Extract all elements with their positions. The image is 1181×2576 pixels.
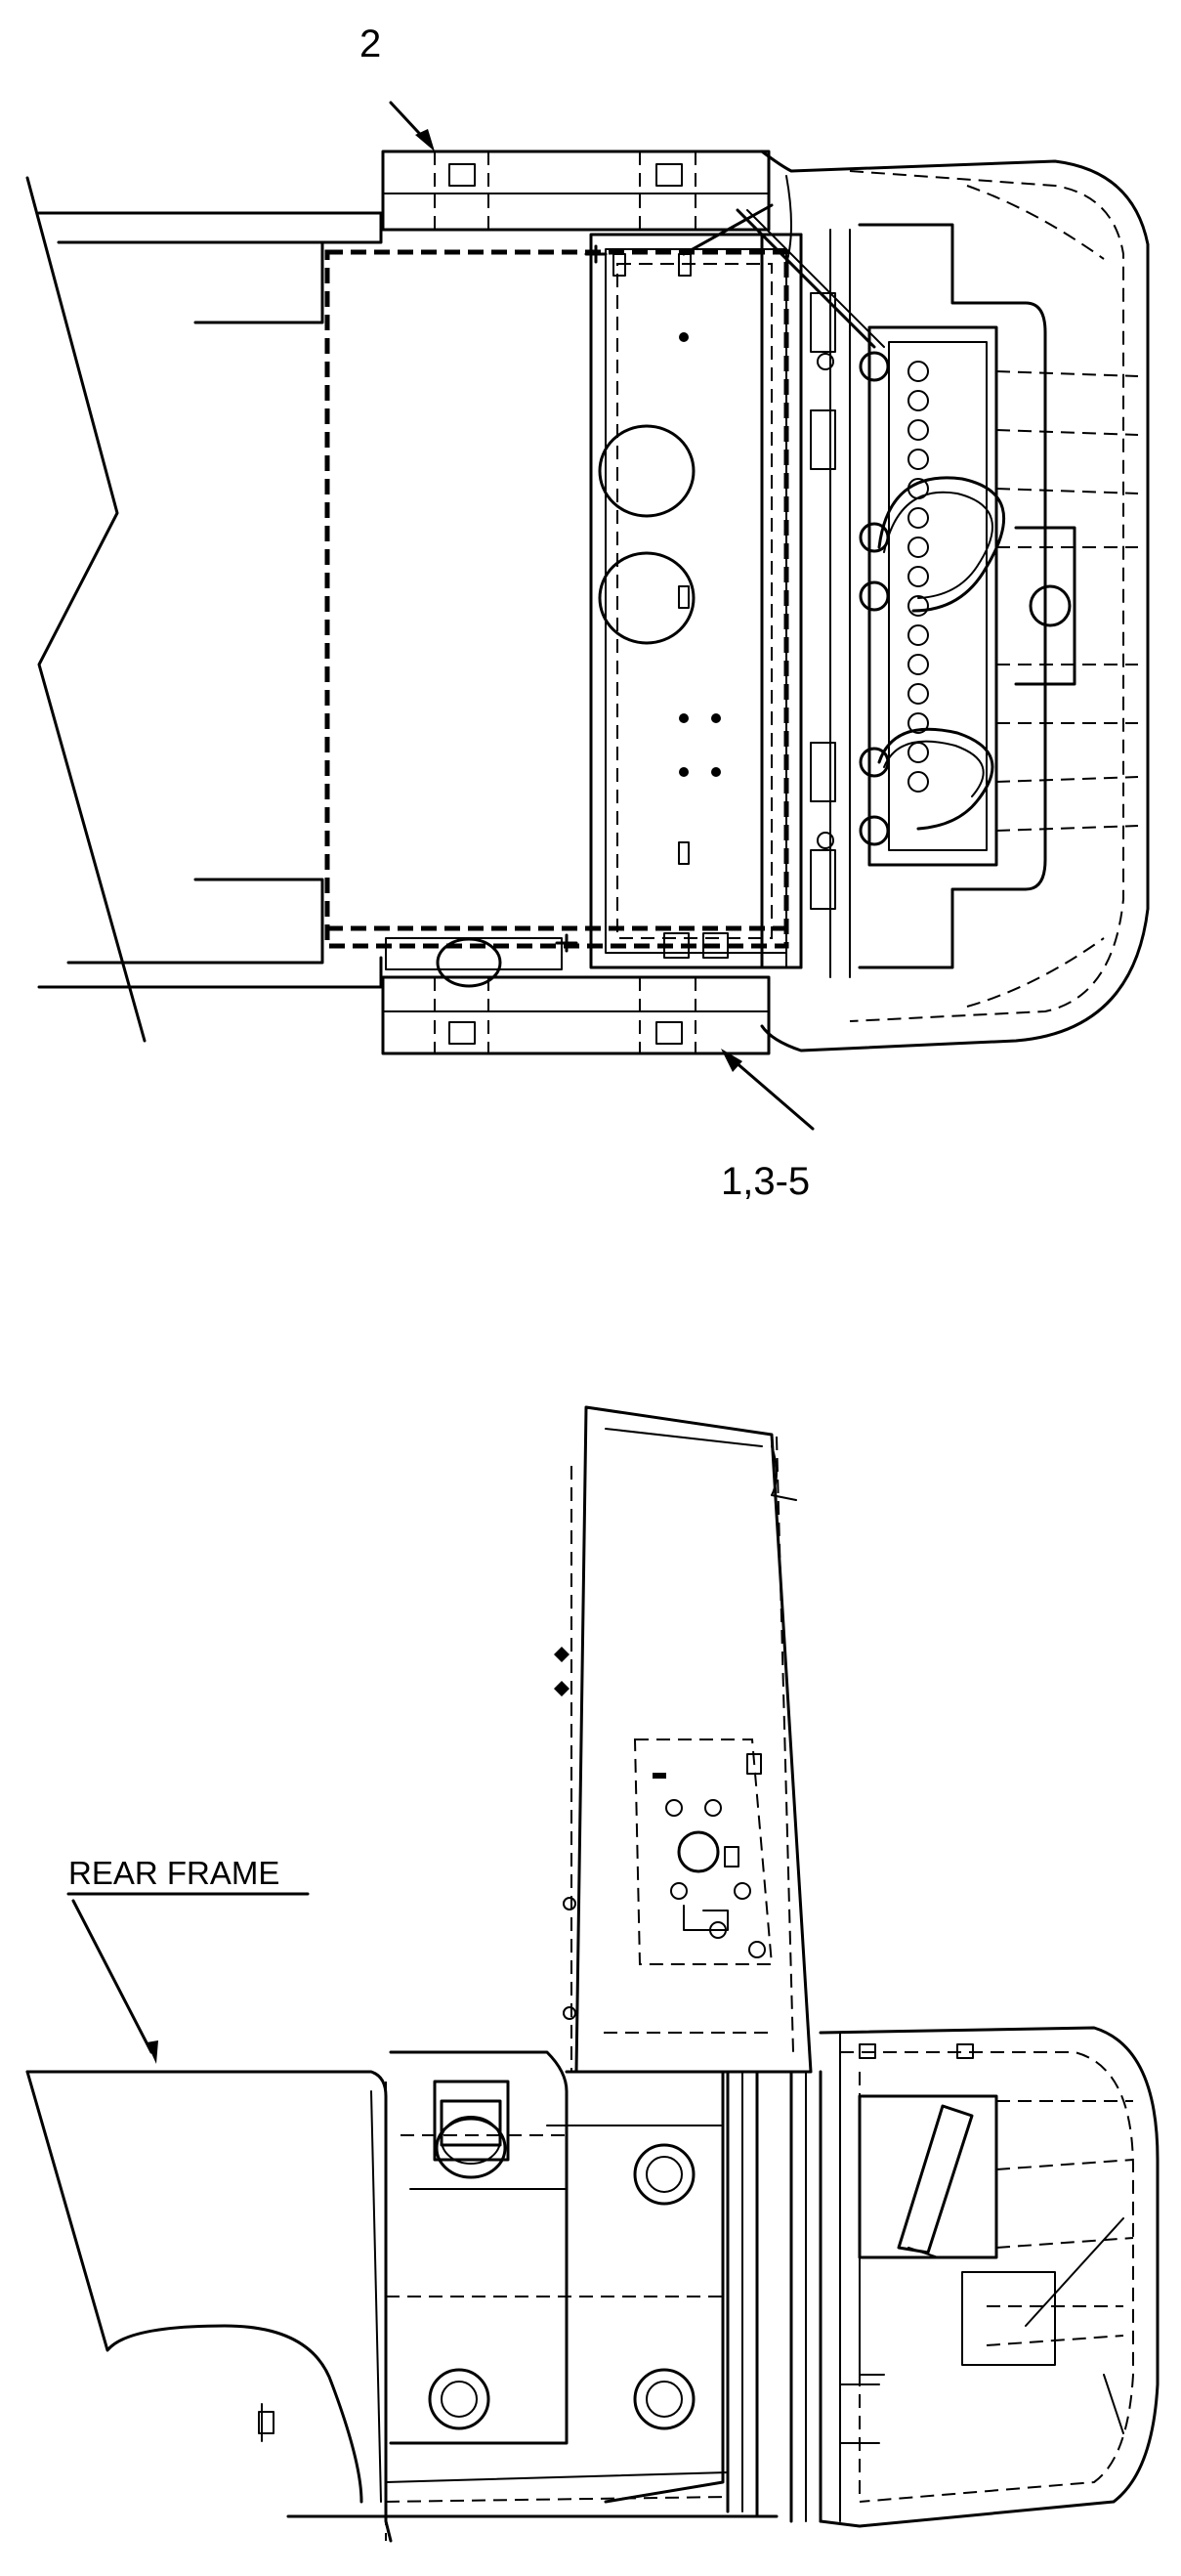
rear-frame-label: REAR FRAME <box>68 1855 279 1891</box>
hole-pattern <box>907 361 929 793</box>
side-view-assembly <box>25 1405 1160 2543</box>
part-ref-1-3-5-label: 1,3-5 <box>721 1160 810 1203</box>
part-ref-2-label: 2 <box>359 22 381 65</box>
top-view-assembly <box>25 101 1150 1131</box>
